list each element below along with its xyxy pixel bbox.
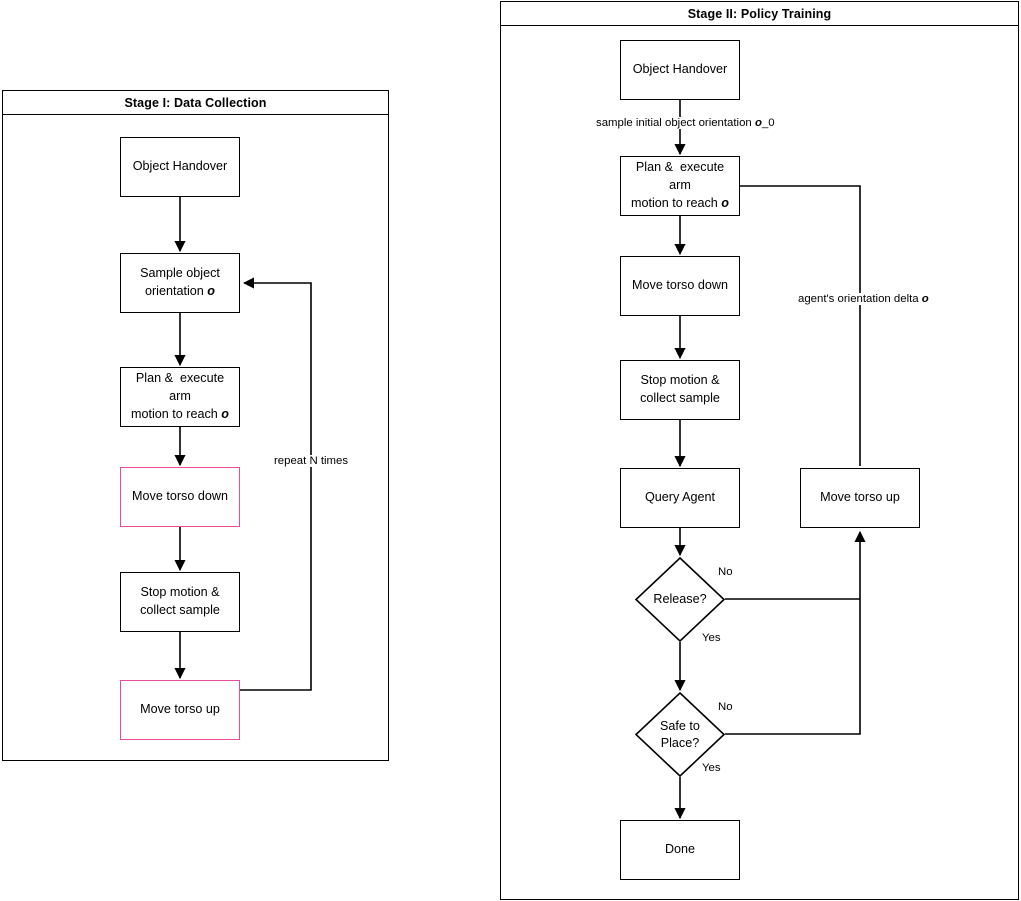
node-s2-move-torso-down[interactable]: Move torso down	[620, 256, 740, 316]
node-label: Object Handover	[132, 159, 228, 174]
edge-label-repeat-n-times: repeat N times	[272, 455, 351, 467]
node-label: Query Agent	[644, 490, 715, 505]
node-label: Object Handover	[632, 62, 728, 77]
diamond-shape	[634, 556, 726, 643]
node-label: Done	[664, 842, 696, 857]
node-s1-object-handover[interactable]: Object Handover	[120, 137, 240, 197]
stage2-panel-frame	[500, 1, 1019, 900]
node-s2-done[interactable]: Done	[620, 820, 740, 880]
node-label: Stop motion &collect sample	[640, 373, 720, 405]
stage1-title: Stage I: Data Collection	[2, 90, 389, 115]
edge-label-release-no: No	[716, 566, 735, 578]
edge-label-sample-initial-orientation: sample initial object orientation o_0	[594, 117, 777, 129]
node-s2-stop-motion-collect-sample[interactable]: Stop motion &collect sample	[620, 360, 740, 420]
node-label: Stop motion &collect sample	[140, 585, 220, 617]
edge-label-release-yes: Yes	[700, 632, 723, 644]
edge-label-agent-orientation-delta: agent's orientation delta o	[796, 293, 931, 305]
node-s1-stop-motion-collect-sample[interactable]: Stop motion &collect sample	[120, 572, 240, 632]
diamond-shape	[634, 691, 726, 778]
node-s2-release-decision[interactable]: Release?	[634, 556, 726, 643]
edge-label-safe-yes: Yes	[700, 762, 723, 774]
node-s2-move-torso-up[interactable]: Move torso up	[800, 468, 920, 528]
node-s1-move-torso-up[interactable]: Move torso up	[120, 680, 240, 740]
node-label: Move torso down	[132, 489, 228, 504]
node-label: Move torso up	[820, 490, 900, 505]
stage2-title: Stage II: Policy Training	[500, 1, 1019, 26]
node-s2-object-handover[interactable]: Object Handover	[620, 40, 740, 100]
node-s2-query-agent[interactable]: Query Agent	[620, 468, 740, 528]
node-label: Move torso up	[140, 702, 220, 717]
node-s1-move-torso-down[interactable]: Move torso down	[120, 467, 240, 527]
edge-label-safe-no: No	[716, 701, 735, 713]
node-label: Move torso down	[632, 278, 728, 293]
